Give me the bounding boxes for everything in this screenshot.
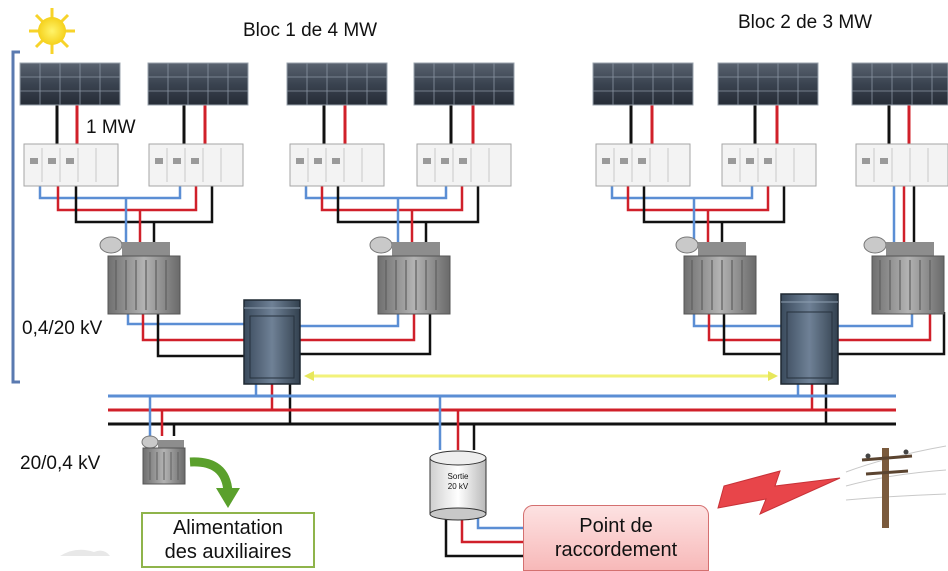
dc-strings <box>55 104 911 144</box>
sortie-label: Sortie 20 kV <box>431 472 485 492</box>
lightning-icon <box>717 470 841 515</box>
mv-wiring-to-cabinets <box>126 312 946 358</box>
inverter-icon <box>23 143 119 187</box>
step-down-voltage-label: 20/0,4 kV <box>20 453 101 474</box>
aux-taps <box>148 396 176 436</box>
transformer-icon <box>675 236 757 315</box>
solar-panel-icon <box>147 62 249 106</box>
point-raccordement-box: Point de raccordement <box>523 505 709 571</box>
switchgear-cabinet-icon <box>780 293 839 385</box>
sortie-wiring <box>438 396 524 558</box>
bloc1-label: Bloc 1 de 4 MW <box>243 20 378 41</box>
auxiliaires-box: Alimentation des auxiliaires <box>141 512 315 568</box>
transformer-icon <box>99 236 181 315</box>
solar-panel-icon <box>851 62 948 106</box>
power-pole-icon <box>845 445 947 528</box>
inverter-icon <box>595 143 691 187</box>
ac-wiring-block1-a <box>38 186 214 248</box>
mw-label: 1 MW <box>86 117 136 138</box>
inverter-icon <box>855 143 948 187</box>
transformer-icon <box>369 236 451 315</box>
sortie-line2: 20 kV <box>447 482 469 491</box>
ac-wiring-block2-a <box>610 186 786 248</box>
solar-panel-icon <box>592 62 694 106</box>
switchgear-cabinet-icon <box>243 299 301 385</box>
solar-panel-icon <box>286 62 388 106</box>
solar-panel-icon <box>717 62 819 106</box>
block-bracket <box>11 50 20 384</box>
cabinet-link-arrow <box>304 371 778 381</box>
point-line1: Point de <box>579 515 653 537</box>
inverter-icon <box>416 143 512 187</box>
inverters <box>23 143 948 187</box>
sun-icon <box>29 8 75 54</box>
switchgear-cabinets <box>243 293 839 385</box>
transformer-icon <box>863 236 945 315</box>
curved-arrow-icon <box>189 457 240 508</box>
solar-panels <box>19 62 948 106</box>
step-up-voltage-label: 0,4/20 kV <box>22 318 103 339</box>
sortie-cylinder-icon <box>429 450 487 521</box>
ac-wiring-block2-b <box>892 186 916 248</box>
transformers <box>99 236 945 485</box>
inverter-icon <box>148 143 244 187</box>
auxiliaires-line2: des auxiliaires <box>164 541 292 563</box>
bloc2-label: Bloc 2 de 3 MW <box>738 12 873 33</box>
transformer-icon <box>141 435 186 485</box>
inverter-icon <box>289 143 385 187</box>
cloud-decoration <box>60 549 110 556</box>
cabinet-to-bus <box>254 384 828 424</box>
solar-panel-icon <box>19 62 121 106</box>
auxiliaires-line1: Alimentation <box>172 517 284 539</box>
inverter-icon <box>721 143 817 187</box>
ac-wiring-block1-b <box>304 186 480 248</box>
point-line2: raccordement <box>554 539 678 561</box>
mv-busbar <box>108 394 896 426</box>
sortie-line1: Sortie <box>447 472 469 481</box>
solar-panel-icon <box>413 62 515 106</box>
